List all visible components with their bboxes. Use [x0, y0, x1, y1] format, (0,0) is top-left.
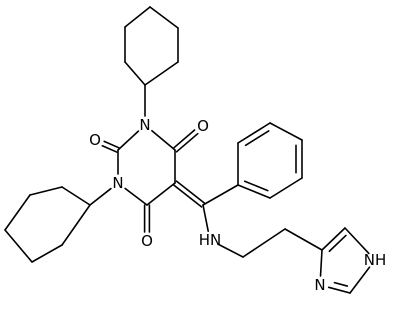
- atom-label-o4: O: [141, 232, 153, 250]
- atom-label-im3: N: [314, 276, 325, 294]
- bond-nh-ce1: [217, 243, 244, 258]
- bonds-layer: [4, 6, 371, 294]
- bond-n1-c2: [117, 130, 140, 151]
- bond-im2-im3: [327, 286, 351, 294]
- bond-ph1-ph2: [237, 184, 271, 199]
- bond-im3-im4: [319, 249, 323, 277]
- bond-im2-im3-inner: [333, 281, 349, 287]
- atom-label-nh: HN: [199, 231, 222, 249]
- bond-ce2-im4: [284, 228, 323, 251]
- bond-n3-cb1: [89, 187, 112, 206]
- bond-ph5-ph6: [237, 122, 271, 144]
- bond-ph5-ph6-inner: [244, 130, 270, 147]
- bond-cv-ph1: [202, 184, 239, 206]
- bond-c5-cv-b: [175, 180, 206, 204]
- bond-c2-o2-a: [103, 140, 120, 149]
- bond-c6-n1: [151, 129, 176, 151]
- bond-ca4-ca5: [149, 6, 179, 29]
- bond-n3-c4: [124, 187, 148, 206]
- bond-cb6-cb1: [61, 204, 91, 246]
- bond-cv-nh: [202, 204, 210, 232]
- bond-ca3-ca4: [124, 6, 151, 28]
- bond-ph4-ph5: [269, 122, 303, 141]
- atom-label-o6: O: [197, 117, 209, 135]
- bond-ph1-ph2-inner: [243, 180, 269, 192]
- bond-cb4-cb5: [4, 229, 33, 263]
- bond-cb2-cb3: [29, 186, 63, 196]
- bond-ca6-ca1: [144, 61, 179, 86]
- bond-c6-o6-b: [172, 129, 196, 149]
- atom-label-n3: N: [112, 174, 123, 192]
- bond-ph2-ph3: [269, 177, 303, 199]
- bond-c2-o2-b: [101, 144, 118, 153]
- bond-im5-im1: [344, 227, 370, 255]
- bond-ce1-ce2: [242, 228, 286, 258]
- atom-label-im1: NH: [364, 251, 387, 269]
- bond-im4-im5-inner: [328, 234, 347, 253]
- atoms-layer: N N O O O HN NH N: [89, 116, 386, 294]
- bond-ca1-ca2: [124, 61, 146, 86]
- bond-im4-im5: [321, 227, 346, 251]
- bond-im1-im2: [349, 266, 371, 294]
- bond-c6-o6-a: [175, 132, 199, 153]
- atom-label-o2: O: [89, 131, 101, 149]
- bond-c4-c5: [146, 182, 176, 206]
- bond-cb5-cb6: [31, 244, 63, 263]
- bond-cb3-cb4: [4, 194, 31, 231]
- bond-c5-cv-a: [172, 184, 203, 208]
- bond-cb1-cb2: [61, 186, 91, 206]
- atom-label-n1: N: [139, 116, 150, 134]
